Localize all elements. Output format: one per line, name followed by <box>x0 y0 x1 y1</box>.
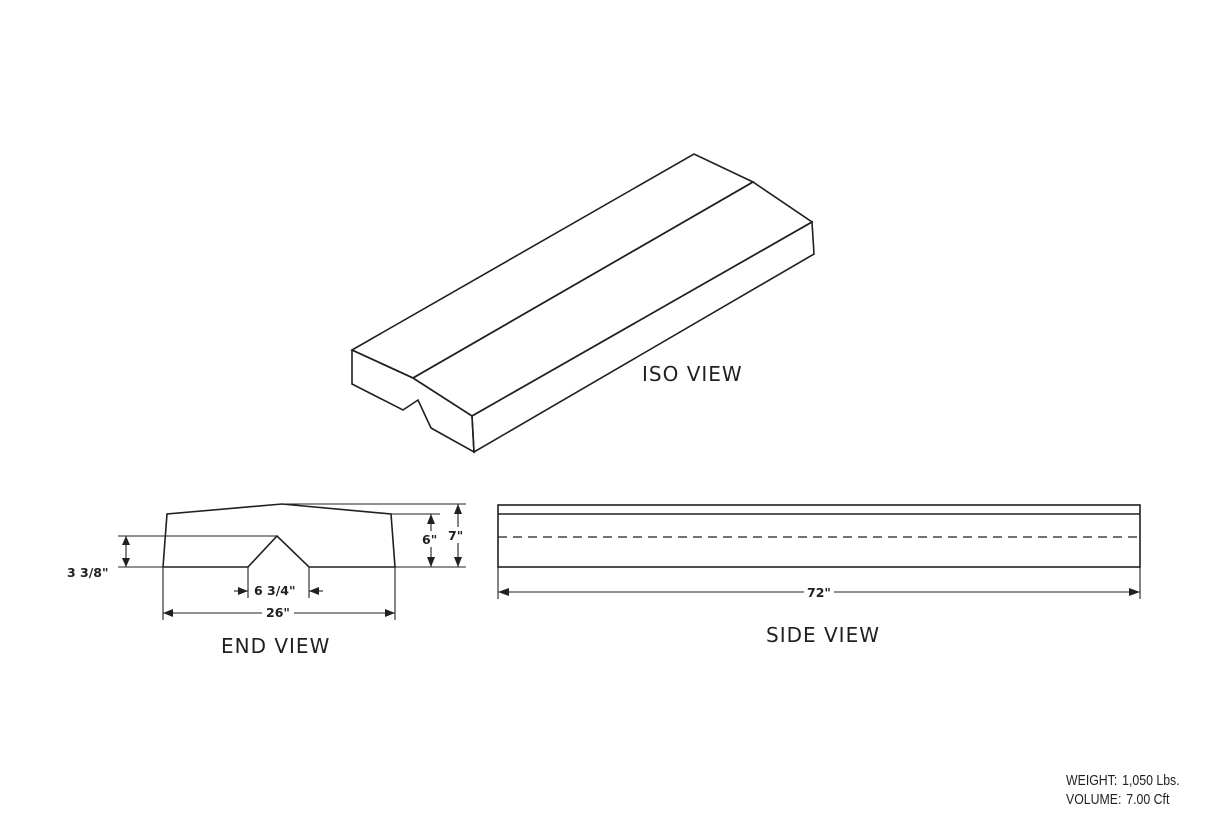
volume-row: VOLUME:7.00 Cft <box>1066 790 1185 809</box>
dim-channel-label: 6 3/4" <box>254 583 296 598</box>
dim-channel-arrow-left <box>238 587 248 595</box>
dim-7-label-bg <box>446 527 468 543</box>
side-view: 72" <box>497 504 1141 600</box>
weight-value: 1,050 Lbs. <box>1122 772 1180 789</box>
dim-channel-arrow-right <box>309 587 319 595</box>
dim-6-label-bg <box>420 531 442 547</box>
weight-row: WEIGHT:1,050 Lbs. <box>1066 771 1185 790</box>
dim-6-arrow-top <box>427 514 435 524</box>
iso-end-face <box>351 349 475 454</box>
spec-block: WEIGHT:1,050 Lbs. VOLUME:7.00 Cft <box>1066 771 1185 809</box>
end-view: 6" 7" 3 3/8" 6 3/4" 26" <box>67 503 468 620</box>
dim-26-label-bg <box>262 604 294 620</box>
dim-3-3-8-arrow-bottom <box>122 558 130 567</box>
dim-7-arrow-top <box>454 504 462 514</box>
dim-26-arrow-right <box>385 609 395 617</box>
dim-3-3-8-label: 3 3/8" <box>67 565 109 580</box>
dim-72-arrow-right <box>1129 588 1140 596</box>
dim-6-arrow-bottom <box>427 557 435 567</box>
dim-26-label: 26" <box>266 605 290 620</box>
dim-7-arrow-bottom <box>454 557 462 567</box>
weight-label: WEIGHT: <box>1066 772 1118 789</box>
dim-72-label: 72" <box>807 585 831 600</box>
volume-value: 7.00 Cft <box>1126 791 1170 808</box>
volume-label: VOLUME: <box>1066 791 1122 808</box>
side-view-label: SIDE VIEW <box>766 623 880 647</box>
iso-view-label: ISO VIEW <box>642 362 743 386</box>
iso-view <box>350 153 815 454</box>
side-outline <box>497 504 1141 568</box>
dim-7-label: 7" <box>448 528 463 543</box>
dim-72-label-bg <box>804 584 834 600</box>
dim-3-3-8-arrow-top <box>122 536 130 545</box>
dim-6-label: 6" <box>422 532 437 547</box>
iso-side-face <box>471 220 815 454</box>
iso-top-right-face <box>411 181 814 417</box>
iso-top-left-face <box>350 153 755 379</box>
end-view-label: END VIEW <box>221 634 330 658</box>
dim-26-arrow-left <box>163 609 173 617</box>
dim-72-arrow-left <box>498 588 509 596</box>
